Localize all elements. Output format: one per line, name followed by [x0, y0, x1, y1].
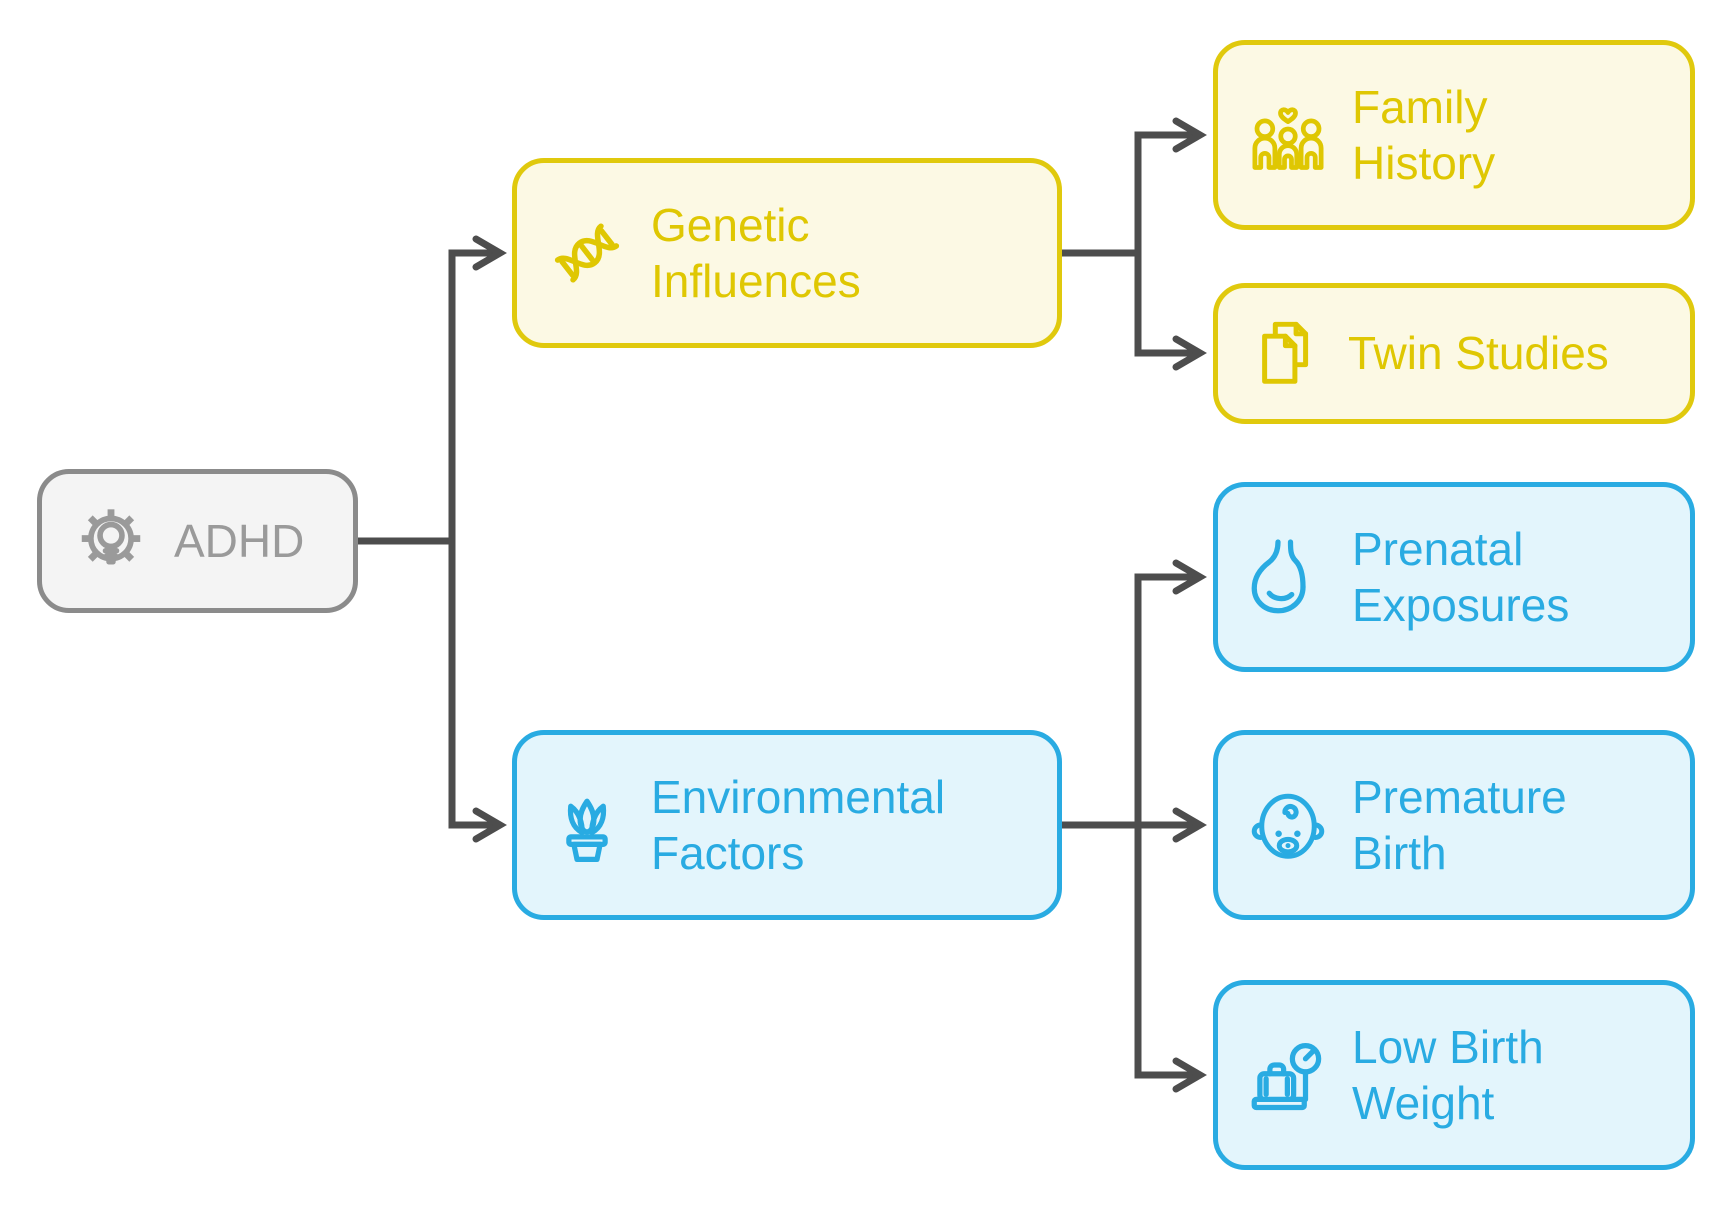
edge-genetic-family	[1134, 117, 1207, 253]
label-line: Environmental	[651, 770, 946, 823]
edge-adhd-genetic	[448, 235, 507, 541]
edge-adhd-environmental	[448, 541, 507, 843]
label-line: ADHD	[174, 514, 305, 567]
label-line: Exposures	[1352, 579, 1570, 631]
node-label: Premature Birth	[1352, 769, 1567, 881]
documents-icon	[1248, 316, 1324, 392]
node-premature-birth: Premature Birth	[1213, 730, 1695, 920]
edge-env-lowbirth	[1134, 825, 1207, 1093]
node-label: Twin Studies	[1348, 325, 1609, 381]
edge-env-prenatal	[1134, 559, 1207, 825]
node-label: Prenatal Exposures	[1352, 521, 1569, 633]
weight-scale-icon	[1248, 1035, 1328, 1115]
node-label: Environmental Factors	[651, 769, 945, 881]
label-line: History	[1352, 137, 1496, 189]
label-line: Weight	[1352, 1077, 1495, 1129]
node-adhd: ADHD	[37, 469, 358, 613]
label-line: Family	[1352, 80, 1488, 133]
gear-lightbulb-icon	[72, 502, 150, 580]
edge-genetic-twin	[1134, 253, 1207, 371]
label-line: Twin Studies	[1348, 327, 1609, 380]
dna-icon	[547, 213, 627, 293]
node-prenatal-exposures: Prenatal Exposures	[1213, 482, 1695, 672]
node-low-birth-weight: Low Birth Weight	[1213, 980, 1695, 1170]
node-environmental-factors: Environmental Factors	[512, 730, 1062, 920]
label-line: Prenatal	[1352, 522, 1524, 575]
node-label: Low Birth Weight	[1352, 1019, 1544, 1131]
node-twin-studies: Twin Studies	[1213, 283, 1695, 424]
label-line: Premature	[1352, 770, 1567, 823]
family-icon	[1248, 95, 1328, 175]
baby-icon	[1248, 785, 1328, 865]
node-label: Family History	[1352, 79, 1495, 191]
node-family-history: Family History	[1213, 40, 1695, 230]
node-genetic-influences: Genetic Influences	[512, 158, 1062, 348]
potted-plant-icon	[547, 785, 627, 865]
stomach-icon	[1248, 537, 1328, 617]
label-line: Genetic	[651, 198, 810, 251]
label-line: Low Birth	[1352, 1020, 1544, 1073]
node-label: Genetic Influences	[651, 197, 861, 309]
label-line: Influences	[651, 255, 861, 307]
label-line: Birth	[1352, 827, 1447, 879]
node-label: ADHD	[174, 513, 304, 569]
label-line: Factors	[651, 827, 805, 879]
